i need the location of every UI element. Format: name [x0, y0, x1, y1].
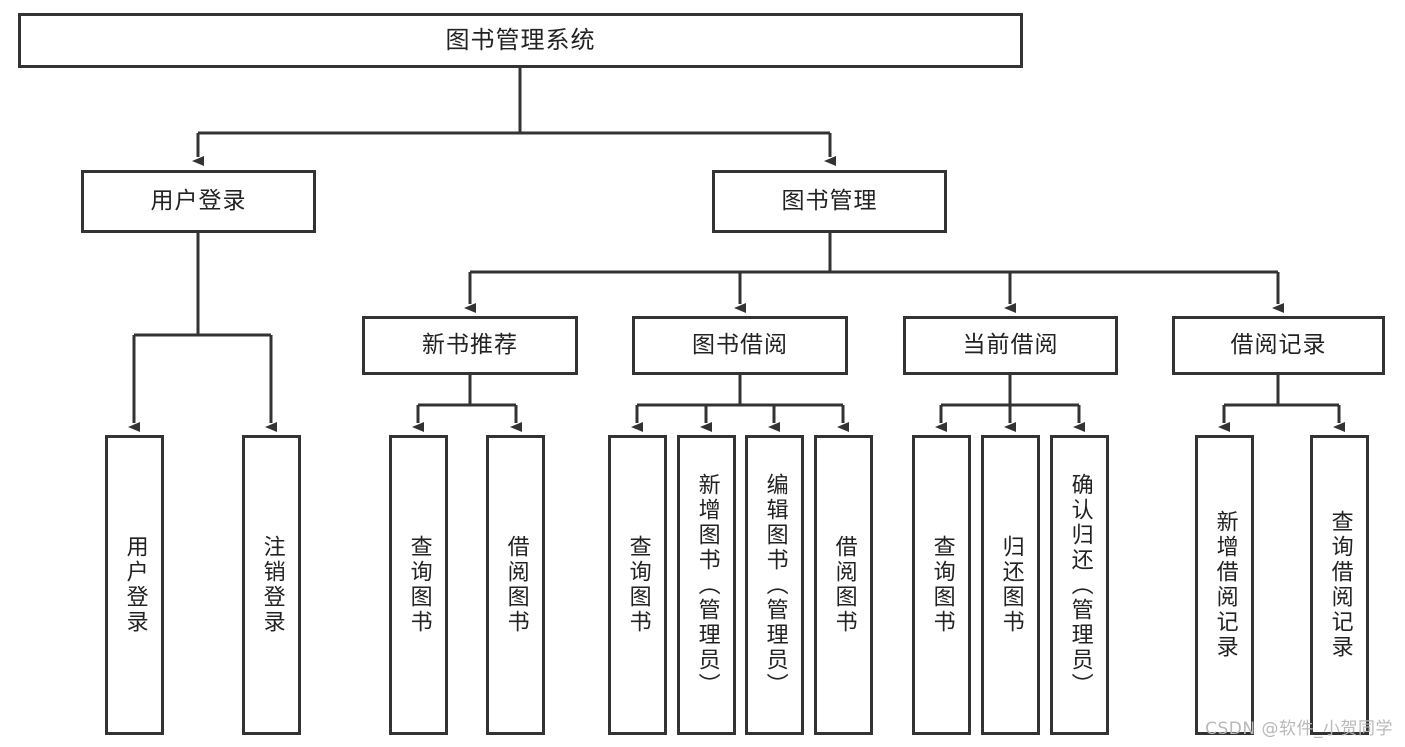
leaf-confirm-return[interactable]: 确认归还（管理员） [1050, 435, 1109, 735]
node-new-book-recommend-label: 新书推荐 [422, 331, 518, 358]
leaf-query-book-borrow[interactable]: 查询图书 [608, 435, 667, 735]
leaf-user-login-label: 用户登录 [122, 535, 148, 635]
node-book-borrow[interactable]: 图书借阅 [632, 316, 848, 375]
leaf-borrow-book[interactable]: 借阅图书 [814, 435, 873, 735]
leaf-confirm-return-label: 确认归还（管理员） [1067, 472, 1093, 698]
leaf-add-book[interactable]: 新增图书（管理员） [677, 435, 736, 735]
node-current-borrow-label: 当前借阅 [962, 331, 1059, 358]
leaf-query-book-borrow-label: 查询图书 [625, 535, 651, 635]
node-root-label: 图书管理系统 [445, 26, 596, 55]
leaf-edit-book[interactable]: 编辑图书（管理员） [745, 435, 804, 735]
node-book-borrow-label: 图书借阅 [692, 331, 788, 358]
leaf-user-logout-label: 注销登录 [259, 535, 285, 635]
leaf-add-book-label: 新增图书（管理员） [694, 472, 720, 698]
leaf-borrow-book-label: 借阅图书 [831, 535, 857, 635]
node-borrow-record-label: 借阅记录 [1230, 331, 1327, 358]
node-user-login-label: 用户登录 [150, 187, 247, 214]
node-book-manage[interactable]: 图书管理 [712, 170, 947, 233]
leaf-query-book-current-label: 查询图书 [929, 535, 955, 635]
leaf-query-book-current[interactable]: 查询图书 [912, 435, 971, 735]
leaf-query-borrow-record-label: 查询借阅记录 [1327, 510, 1353, 660]
leaf-add-borrow-record[interactable]: 新增借阅记录 [1195, 435, 1254, 735]
node-current-borrow[interactable]: 当前借阅 [903, 316, 1118, 375]
node-borrow-record[interactable]: 借阅记录 [1172, 316, 1385, 375]
node-new-book-recommend[interactable]: 新书推荐 [362, 316, 578, 375]
watermark: CSDN @软件_小贺同学 [1205, 719, 1393, 739]
leaf-borrow-book-recommend[interactable]: 借阅图书 [486, 435, 545, 735]
leaf-query-book-recommend[interactable]: 查询图书 [389, 435, 448, 735]
leaf-user-logout[interactable]: 注销登录 [242, 435, 301, 735]
leaf-return-book-label: 归还图书 [998, 535, 1024, 635]
node-user-login[interactable]: 用户登录 [81, 170, 316, 233]
node-book-manage-label: 图书管理 [781, 187, 878, 214]
leaf-borrow-book-recommend-label: 借阅图书 [503, 535, 529, 635]
leaf-user-login[interactable]: 用户登录 [105, 435, 164, 735]
leaf-return-book[interactable]: 归还图书 [981, 435, 1040, 735]
node-root[interactable]: 图书管理系统 [18, 13, 1023, 68]
leaf-edit-book-label: 编辑图书（管理员） [762, 472, 788, 698]
leaf-add-borrow-record-label: 新增借阅记录 [1212, 510, 1238, 660]
leaf-query-book-recommend-label: 查询图书 [406, 535, 432, 635]
leaf-query-borrow-record[interactable]: 查询借阅记录 [1310, 435, 1369, 735]
